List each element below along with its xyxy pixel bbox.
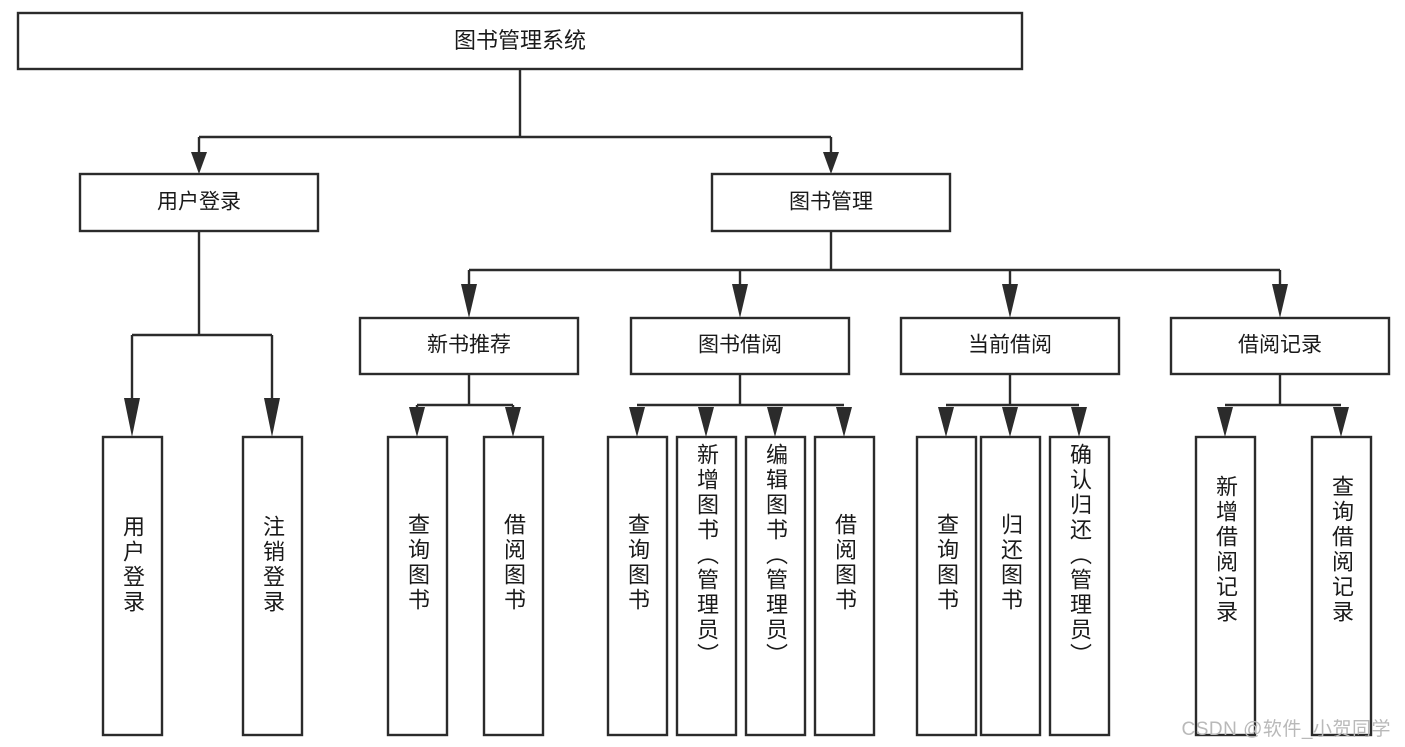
node-leaf-add-record-box[interactable] xyxy=(1194,435,1257,737)
node-book-borrow-label: 图书借阅 xyxy=(698,334,782,357)
arrowhead-leaf-confirm-return xyxy=(1071,407,1087,437)
arrowhead-leaf-add-record xyxy=(1217,407,1233,437)
connector-group xyxy=(124,69,1349,437)
arrowhead-leaf-user-login xyxy=(124,398,140,437)
node-leaf-confirm-return-box[interactable] xyxy=(1048,435,1111,737)
arrowhead-leaf-query-record xyxy=(1333,407,1349,437)
node-borrow-record-box[interactable] xyxy=(1169,316,1391,376)
arrowhead-current-borrow xyxy=(1002,284,1018,318)
arrowhead-leaf-add-book xyxy=(698,407,714,437)
node-current-borrow-label: 当前借阅 xyxy=(968,334,1052,357)
node-book-manage-box[interactable] xyxy=(710,172,952,233)
node-root[interactable]: 图书管理系统 xyxy=(16,11,1024,71)
arrowhead-book-manage xyxy=(823,152,839,174)
arrowhead-leaf-borrow-book-2 xyxy=(836,407,852,437)
arrowhead-leaf-edit-book xyxy=(767,407,783,437)
arrowhead-borrow-record xyxy=(1272,284,1288,318)
node-leaf-query-record-box[interactable] xyxy=(1310,435,1373,737)
node-new-book-rec[interactable]: 新书推荐 xyxy=(358,316,580,376)
node-borrow-record-label: 借阅记录 xyxy=(1238,334,1322,357)
arrowhead-book-borrow xyxy=(732,284,748,318)
node-new-book-rec-box[interactable] xyxy=(358,316,580,376)
node-leaf-borrow-book-1-box[interactable] xyxy=(482,435,545,737)
arrowhead-leaf-query-book-2 xyxy=(629,407,645,437)
node-borrow-record[interactable]: 借阅记录 xyxy=(1169,316,1391,376)
node-book-borrow[interactable]: 图书借阅 xyxy=(629,316,851,376)
node-root-label: 图书管理系统 xyxy=(454,28,586,53)
node-leaf-logout-box[interactable] xyxy=(241,435,304,737)
node-leaf-borrow-book-2-box[interactable] xyxy=(813,435,876,737)
node-leaf-add-book-box[interactable] xyxy=(675,435,738,737)
arrowhead-new-book-rec xyxy=(461,284,477,318)
node-user-login-box[interactable] xyxy=(78,172,320,233)
node-user-login-label: 用户登录 xyxy=(157,191,241,214)
arrowhead-user-login xyxy=(191,152,207,174)
arrowhead-leaf-query-book-1 xyxy=(409,407,425,437)
node-leaf-edit-book-box[interactable] xyxy=(744,435,807,737)
node-new-book-rec-label: 新书推荐 xyxy=(427,334,511,357)
node-current-borrow[interactable]: 当前借阅 xyxy=(899,316,1121,376)
node-leaf-query-book-2-box[interactable] xyxy=(606,435,669,737)
arrowhead-leaf-query-book-3 xyxy=(938,407,954,437)
node-user-login[interactable]: 用户登录 xyxy=(78,172,320,233)
arrowhead-leaf-borrow-book-1 xyxy=(505,407,521,437)
node-root-box[interactable] xyxy=(16,11,1024,71)
node-leaf-query-book-1-box[interactable] xyxy=(386,435,449,737)
arrowhead-leaf-return-book xyxy=(1002,407,1018,437)
arrowhead-leaf-logout xyxy=(264,398,280,437)
node-leaf-query-book-3-box[interactable] xyxy=(915,435,978,737)
node-leaf-return-book-box[interactable] xyxy=(979,435,1042,737)
watermark-text: CSDN @软件_小贺同学 xyxy=(1181,719,1391,740)
node-current-borrow-box[interactable] xyxy=(899,316,1121,376)
node-book-manage-label: 图书管理 xyxy=(789,191,873,214)
node-book-borrow-box[interactable] xyxy=(629,316,851,376)
node-book-manage[interactable]: 图书管理 xyxy=(710,172,952,233)
node-leaf-user-login-box[interactable] xyxy=(101,435,164,737)
